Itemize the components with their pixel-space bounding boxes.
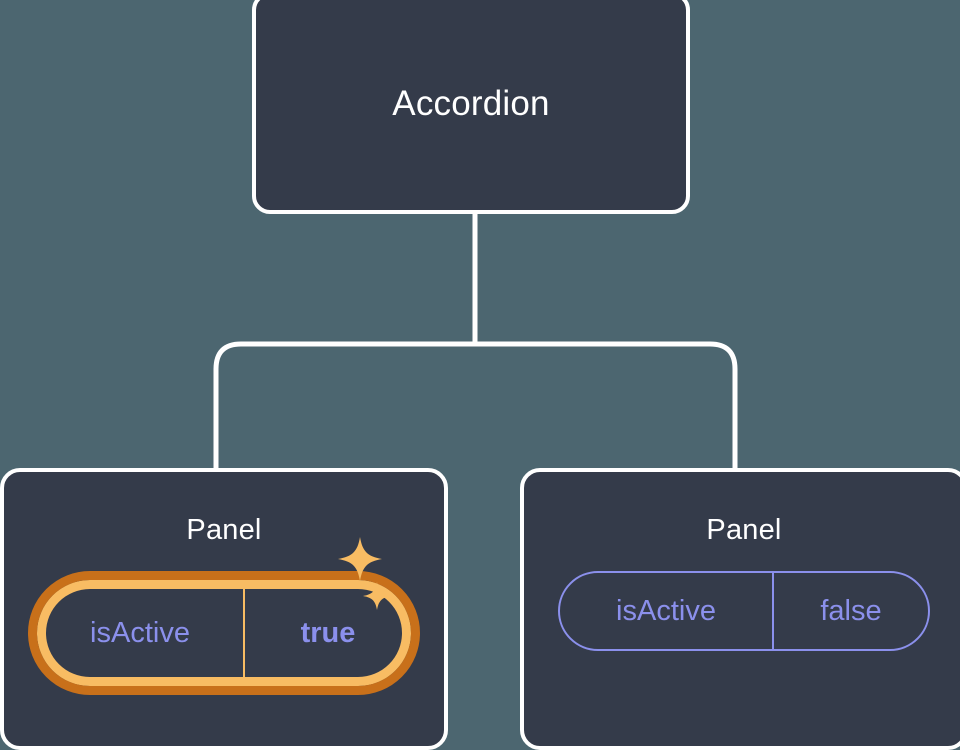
prop-key: isActive xyxy=(37,589,245,677)
node-title: Accordion xyxy=(392,83,550,123)
prop-pill-active[interactable]: isActive true xyxy=(28,571,420,695)
node-title: Panel xyxy=(706,514,782,546)
prop-pill-inactive[interactable]: isActive false xyxy=(558,571,930,651)
connector-branch-bar xyxy=(213,341,738,470)
prop-value: true xyxy=(300,616,356,649)
prop-pill-wrapper: isActive false xyxy=(558,571,930,651)
prop-key: isActive xyxy=(560,573,774,649)
node-title: Panel xyxy=(186,514,262,546)
node-panel-active[interactable]: Panel isActive true xyxy=(0,468,448,750)
prop-value: false xyxy=(820,594,882,627)
node-accordion[interactable]: Accordion xyxy=(252,0,690,214)
node-panel-inactive[interactable]: Panel isActive false xyxy=(520,468,960,750)
prop-pill-wrapper: isActive true xyxy=(28,537,420,695)
